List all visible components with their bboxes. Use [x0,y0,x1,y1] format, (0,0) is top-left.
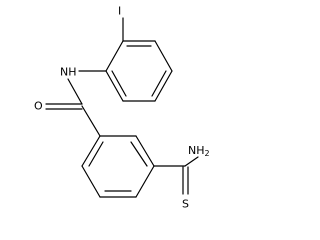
ring-bond [135,165,155,198]
ring-double-bond [111,70,127,97]
ring-bond [81,165,101,198]
thioamide-nh-subscript: 2 [205,149,210,158]
iodophenyl-ring [105,40,173,102]
iodine-label: I [118,5,121,18]
amide-nh-label: NH [60,66,77,79]
carbonyl-ring-bond [81,105,101,137]
thioamide-nitrogen-label: NH2 [188,144,210,158]
benzene-ring [81,135,155,198]
ring-bond [105,40,124,72]
thioamide-nitrogen-bond [184,156,199,167]
ring-double-bond [88,141,104,167]
thioamide-sulfur-label: S [182,198,189,211]
carbonyl-oxygen-label: O [34,100,43,113]
ring-bond [81,135,101,167]
ring-bond [154,40,173,72]
ring-bond [154,70,173,102]
thioamide-nh-text: NH [188,144,205,157]
chemical-structure: I NH O NH2 S [34,5,210,211]
nitrogen-carbonyl-bond [67,78,83,105]
ring-bond [105,70,124,102]
ring-double-bond [151,70,167,97]
ring-double-bond [130,141,148,167]
ring-bond [135,135,155,167]
